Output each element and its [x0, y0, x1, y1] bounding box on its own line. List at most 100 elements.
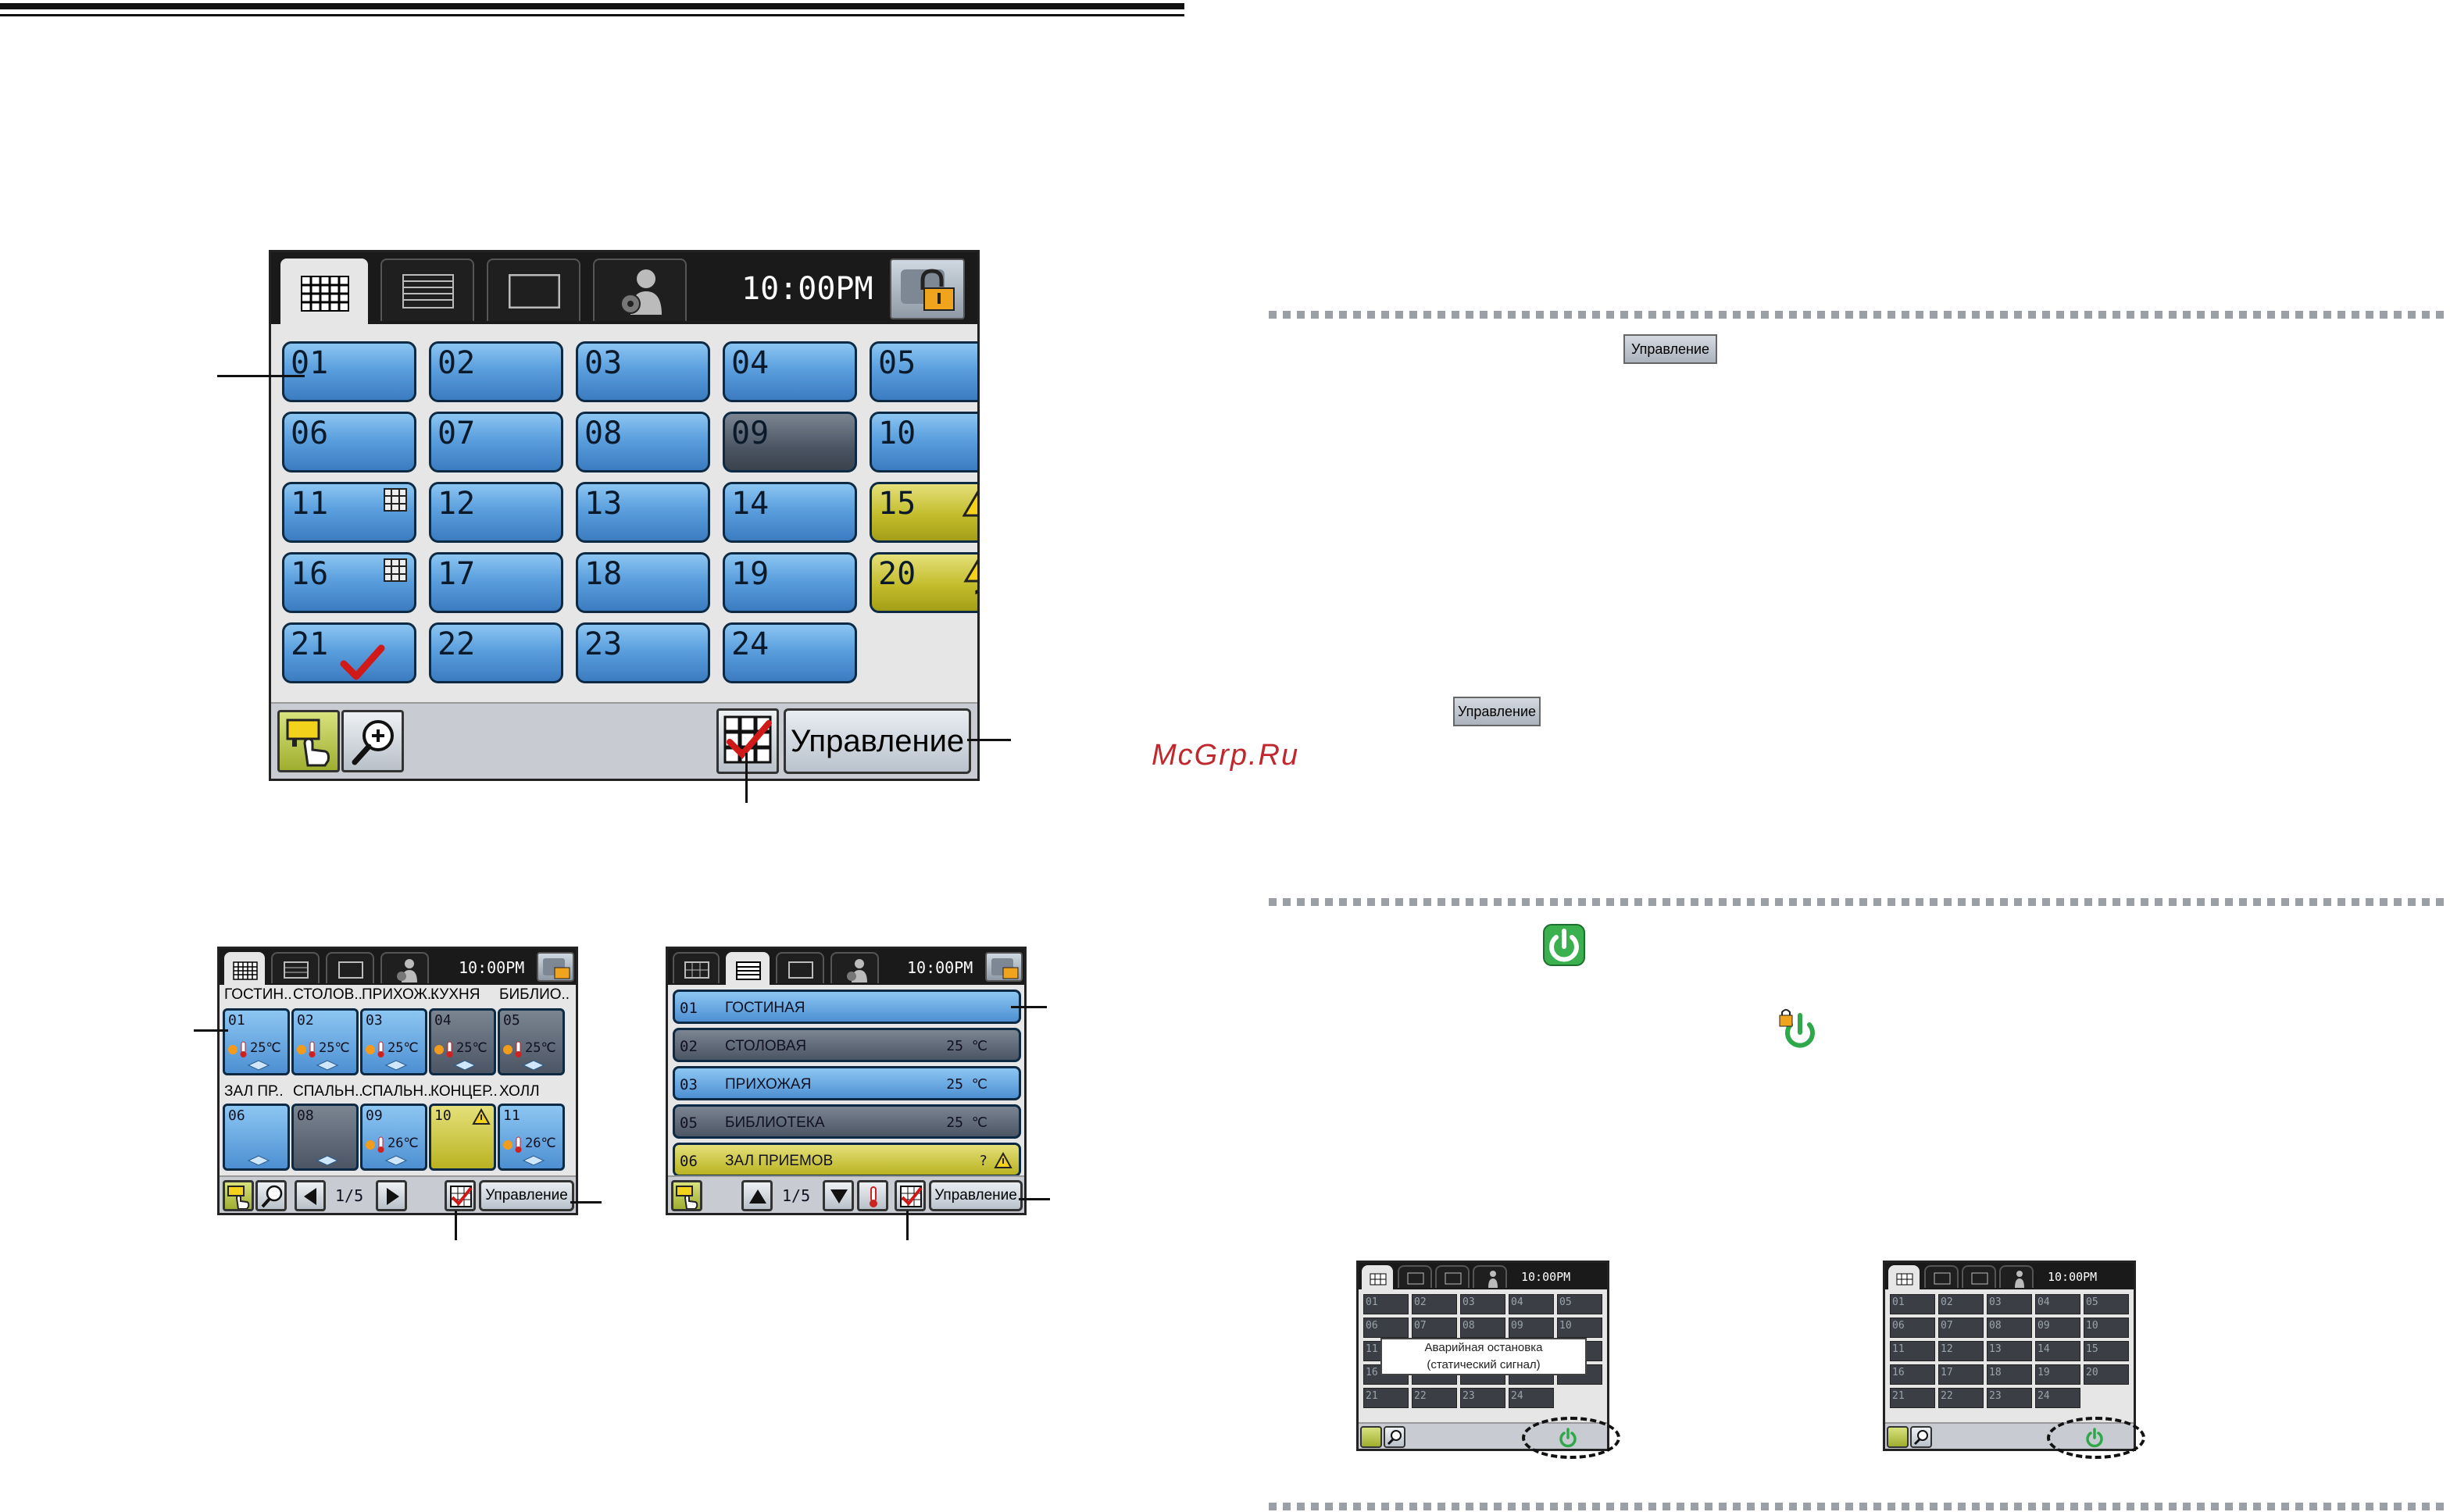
select-all-button[interactable]: [445, 1180, 476, 1211]
unit-cell-06[interactable]: 06: [282, 412, 416, 472]
group-cell-06[interactable]: 06: [223, 1104, 290, 1171]
unit-cell-22[interactable]: 22: [429, 622, 563, 683]
unit-cell-05[interactable]: 05: [870, 341, 977, 402]
emergency-cell-number: 19: [2038, 1367, 2050, 1378]
select-button[interactable]: [277, 710, 340, 772]
unit-cell-16[interactable]: 16: [282, 552, 416, 613]
list-tab-settings[interactable]: [830, 952, 879, 983]
select-button[interactable]: [671, 1180, 702, 1211]
unit-cell-19[interactable]: 19: [723, 552, 857, 613]
arrow-down-icon: [830, 1189, 848, 1204]
emergency-cell-number: 06: [1366, 1320, 1378, 1332]
scroll-up-button[interactable]: [741, 1180, 773, 1211]
list-tab-list[interactable]: [726, 952, 770, 985]
emergency-cell-03: 03: [1987, 1294, 2032, 1314]
emergency-cell-08: 08: [1987, 1318, 2032, 1338]
select-all-button[interactable]: [895, 1180, 926, 1211]
tab-list[interactable]: [1924, 1265, 1959, 1288]
unit-cell-15[interactable]: 15: [870, 482, 977, 543]
emergency-cell-number: 11: [1366, 1343, 1378, 1355]
group-tab-list[interactable]: [271, 952, 320, 983]
tab-grid[interactable]: [1888, 1265, 1920, 1289]
tab-single[interactable]: [487, 259, 580, 321]
control-button[interactable]: Управление: [479, 1180, 574, 1211]
unit-cell-08[interactable]: 08: [576, 412, 710, 472]
group-number: 10: [434, 1107, 452, 1124]
emergency-cell-05: 05: [1557, 1294, 1602, 1314]
zoom-button[interactable]: [255, 1180, 287, 1211]
select-button[interactable]: [1887, 1426, 1909, 1448]
lock-button[interactable]: [985, 952, 1023, 982]
group-tab-settings[interactable]: [380, 952, 429, 983]
temperature-button[interactable]: [857, 1180, 888, 1211]
lock-button[interactable]: [537, 952, 574, 982]
list-tab-grid[interactable]: [673, 952, 720, 983]
unit-cell-02[interactable]: 02: [429, 341, 563, 402]
unit-cell-12[interactable]: 12: [429, 482, 563, 543]
header-rule-thin: [0, 14, 1184, 16]
emergency-cell-24: 24: [2035, 1388, 2080, 1408]
emergency-cell-number: 22: [1941, 1390, 1953, 1402]
next-page-button[interactable]: [376, 1180, 407, 1211]
lock-button[interactable]: [890, 259, 965, 319]
emergency-screen-with-message: 10:00PM 01020304050607080910111213141516…: [1356, 1261, 1609, 1451]
group-temperature: 26℃: [388, 1136, 419, 1151]
unit-cell-24[interactable]: 24: [723, 622, 857, 683]
group-tab-grid[interactable]: [224, 952, 265, 985]
row-number: 03: [680, 1076, 698, 1093]
unit-cell-18[interactable]: 18: [576, 552, 710, 613]
group-cell-10[interactable]: 10: [429, 1104, 496, 1171]
unit-cell-13[interactable]: 13: [576, 482, 710, 543]
unit-cell-01[interactable]: 01: [282, 341, 416, 402]
tab-settings[interactable]: [1473, 1265, 1507, 1288]
select-button[interactable]: [1360, 1426, 1382, 1448]
user-settings-icon: [620, 269, 662, 315]
unit-cell-23[interactable]: 23: [576, 622, 710, 683]
tab-grid[interactable]: [1362, 1265, 1393, 1289]
unit-cell-04[interactable]: 04: [723, 341, 857, 402]
unit-cell-03[interactable]: 03: [576, 341, 710, 402]
zoom-button[interactable]: [1910, 1426, 1932, 1448]
tab-single[interactable]: [1962, 1265, 1996, 1288]
group-tab-single[interactable]: [326, 952, 374, 983]
tab-grid[interactable]: [280, 259, 368, 324]
unit-cell-17[interactable]: 17: [429, 552, 563, 613]
zoom-button[interactable]: [341, 710, 404, 772]
tab-list[interactable]: [1398, 1265, 1432, 1288]
tab-settings[interactable]: [1999, 1265, 2034, 1288]
unit-cell-10[interactable]: 10: [870, 412, 977, 472]
emergency-cell-number: 10: [2086, 1320, 2098, 1332]
select-all-button[interactable]: [716, 708, 779, 774]
scroll-down-button[interactable]: [823, 1180, 854, 1211]
control-button[interactable]: Управление: [784, 708, 971, 774]
tab-settings[interactable]: [593, 259, 687, 321]
zoom-button[interactable]: [1384, 1426, 1405, 1448]
unit-cell-11[interactable]: 11: [282, 482, 416, 543]
group-cell-08[interactable]: 08: [291, 1104, 359, 1171]
tab-list[interactable]: [380, 259, 474, 321]
control-button[interactable]: Управление: [929, 1180, 1023, 1211]
unit-cell-21[interactable]: 21: [282, 622, 416, 683]
unit-cell-14[interactable]: 14: [723, 482, 857, 543]
unit-cell-09[interactable]: 09: [723, 412, 857, 472]
select-button[interactable]: [223, 1180, 254, 1211]
unit-cell-20[interactable]: 20?: [870, 552, 977, 613]
tab-single[interactable]: [1435, 1265, 1470, 1288]
list-tab-single[interactable]: [776, 952, 824, 983]
emergency-cell-number: 08: [1989, 1320, 2002, 1332]
unit-cell-07[interactable]: 07: [429, 412, 563, 472]
fan-icon: [247, 1155, 270, 1166]
prev-page-button[interactable]: [295, 1180, 326, 1211]
